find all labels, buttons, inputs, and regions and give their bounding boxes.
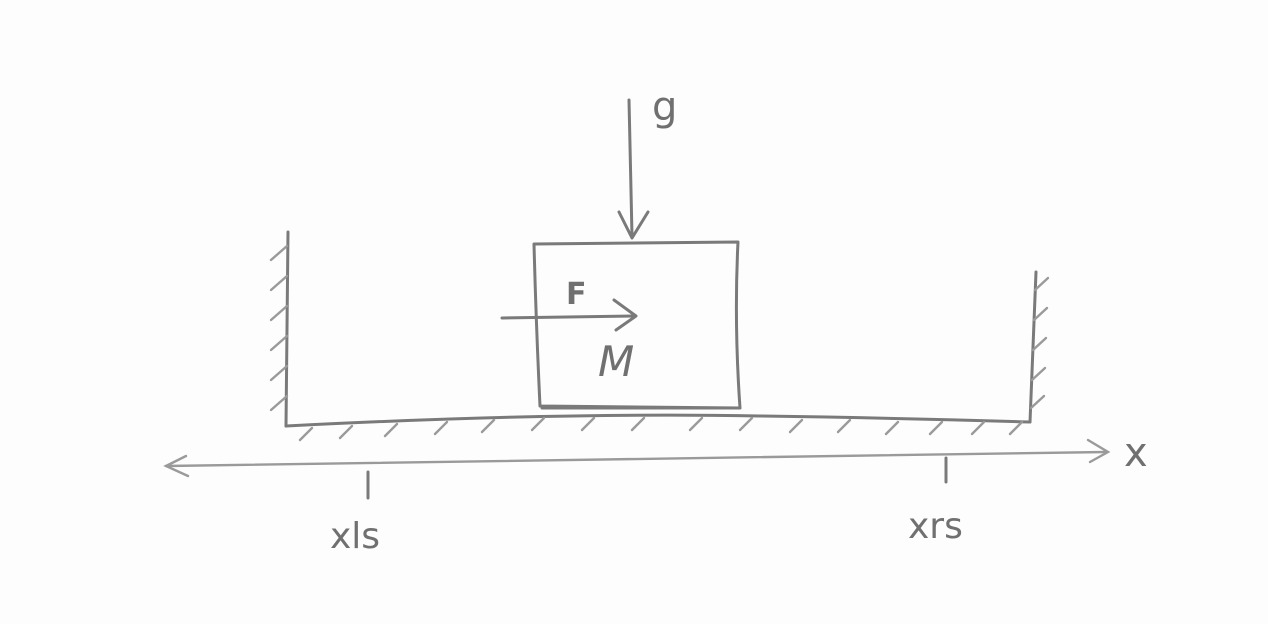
force-arrow [500,298,638,332]
right-wall [1028,270,1050,424]
xls-label: xls [330,516,380,557]
left-wall [269,230,290,428]
x-axis-label: x [1124,430,1148,476]
force-label: F [566,277,587,312]
x-axis [163,438,1111,500]
x-axis-line [164,450,1108,468]
gravity-arrow-head [617,210,650,240]
xrs-label: xrs [908,506,963,547]
gravity-label: g [652,84,677,130]
mass-label: M [598,337,634,386]
force-arrow-head [612,298,638,332]
left-wall-line [284,230,290,428]
right-wall-line [1028,270,1038,424]
x-axis-right-arrowhead [1086,438,1111,464]
gravity-arrow-shaft [627,98,634,238]
floor-line [284,413,1032,428]
force-arrow-shaft [500,314,636,320]
gravity-arrow [617,98,650,240]
mass-block [532,240,742,410]
floor [284,413,1032,442]
x-axis-left-arrowhead [163,454,190,478]
